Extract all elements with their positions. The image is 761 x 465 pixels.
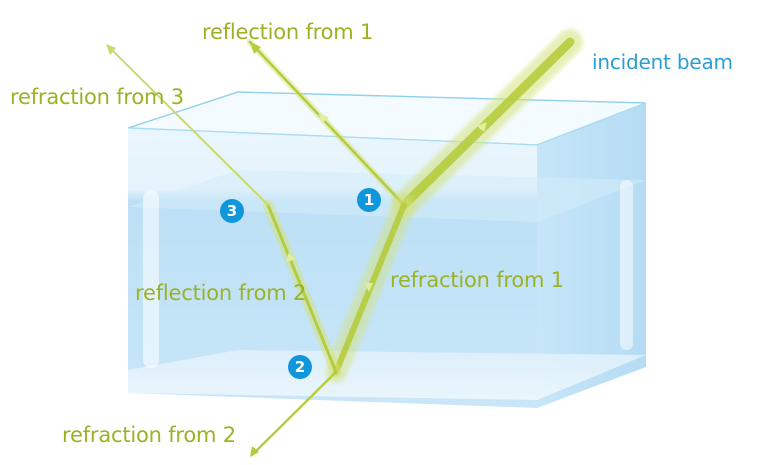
direction-arrows: [106, 42, 487, 457]
refraction-2-ray: [250, 370, 338, 457]
label-reflection-from-1: reflection from 1: [202, 20, 374, 44]
water-surface-back: [128, 170, 646, 222]
refraction-3-ray: [107, 45, 269, 206]
reflection-1-ray: [248, 40, 406, 207]
label-refraction-from-2: refraction from 2: [62, 423, 236, 447]
refraction-1-arrow-mid: [365, 283, 373, 292]
tank-front-edge: [127, 102, 647, 146]
incident-arrow-mid: [477, 122, 487, 132]
glass-tank: [127, 91, 647, 408]
point-3-badge: 3: [220, 199, 244, 223]
tank-bottom-face: [128, 350, 646, 400]
reflection-2-arrow-mid: [287, 253, 296, 262]
label-refraction-from-1: refraction from 1: [390, 268, 564, 292]
point-2-badge: 2: [288, 355, 312, 379]
point-1-badge: 1: [357, 188, 381, 212]
label-incident-beam: incident beam: [592, 50, 733, 74]
label-refraction-from-3: refraction from 3: [10, 85, 184, 109]
reflection-1-arrow-mid: [318, 114, 329, 123]
glass-highlight-left: [143, 190, 159, 368]
label-reflection-from-2: reflection from 2: [135, 281, 307, 305]
reflection-2-ray: [266, 203, 338, 374]
refraction-3-arrowhead: [106, 44, 116, 55]
incident-beam-ray: [399, 37, 575, 210]
glass-highlight-right: [620, 180, 633, 350]
reflection-1-arrowhead: [250, 42, 261, 54]
refraction-2-arrowhead: [250, 446, 259, 457]
